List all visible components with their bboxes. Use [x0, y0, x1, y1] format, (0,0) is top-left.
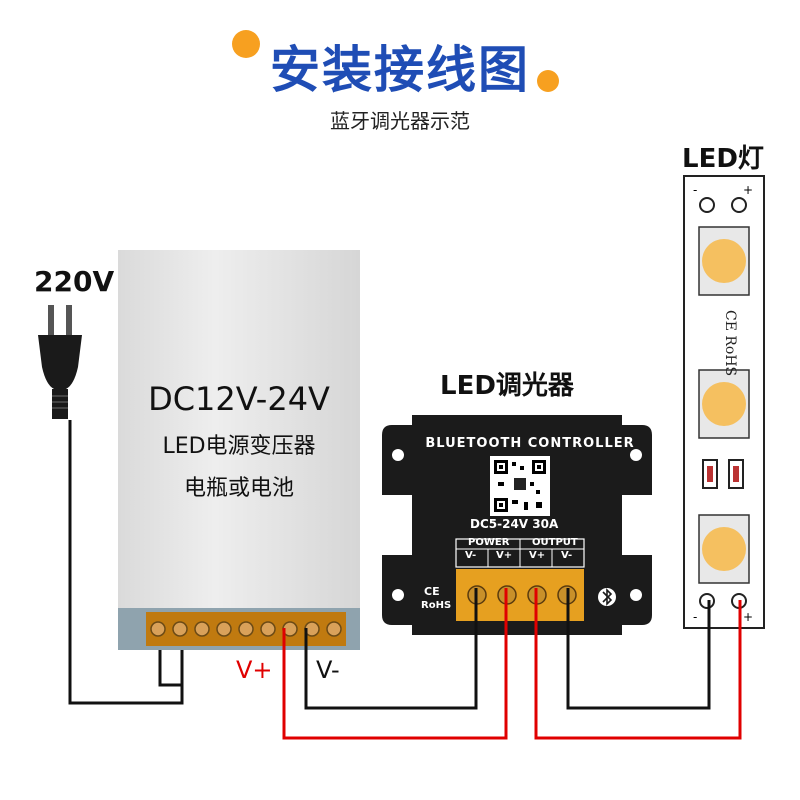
terminal-label-2: V+ — [496, 550, 513, 561]
led-strip-body — [683, 175, 765, 629]
power-supply-desc: LED电源变压器 — [162, 434, 316, 459]
power-label: POWER — [468, 537, 510, 548]
power-supply-alt: 电瓶或电池 — [183, 476, 294, 501]
terminal-label-1: V- — [465, 550, 477, 561]
title-accent-dot — [232, 30, 260, 58]
terminal-label-3: V+ — [529, 550, 546, 561]
power-supply-body — [118, 250, 360, 650]
output-label: OUTPUT — [532, 537, 578, 548]
ce-mark: CE — [424, 585, 440, 598]
strip-minus-bottom: - — [693, 610, 698, 624]
bluetooth-icon — [598, 588, 616, 606]
title-accent-dot-right — [537, 70, 559, 92]
psu-vplus-label: V+ — [236, 656, 273, 684]
qr-code-icon — [490, 456, 550, 516]
mains-label: 220V — [34, 265, 115, 298]
controller-body — [382, 415, 652, 635]
strip-plus-top: + — [743, 183, 754, 197]
led-strip-label: LED灯 — [682, 144, 764, 174]
page-title: 安装接线图 — [270, 41, 530, 99]
power-supply-terminal-block — [118, 608, 360, 650]
controller-spec: DC5-24V 30A — [470, 517, 559, 531]
psu-vminus-label: V- — [316, 656, 340, 684]
strip-minus-top: - — [693, 183, 698, 197]
plug-icon — [38, 305, 82, 419]
strip-plus-bottom: + — [743, 610, 754, 624]
controller-label: LED调光器 — [440, 371, 574, 401]
rohs-mark: RoHS — [421, 600, 452, 611]
page-subtitle: 蓝牙调光器示范 — [330, 109, 470, 133]
power-supply-voltage: DC12V-24V — [148, 380, 330, 418]
controller-name: BLUETOOTH CONTROLLER — [425, 436, 635, 451]
terminal-label-4: V- — [561, 550, 573, 561]
